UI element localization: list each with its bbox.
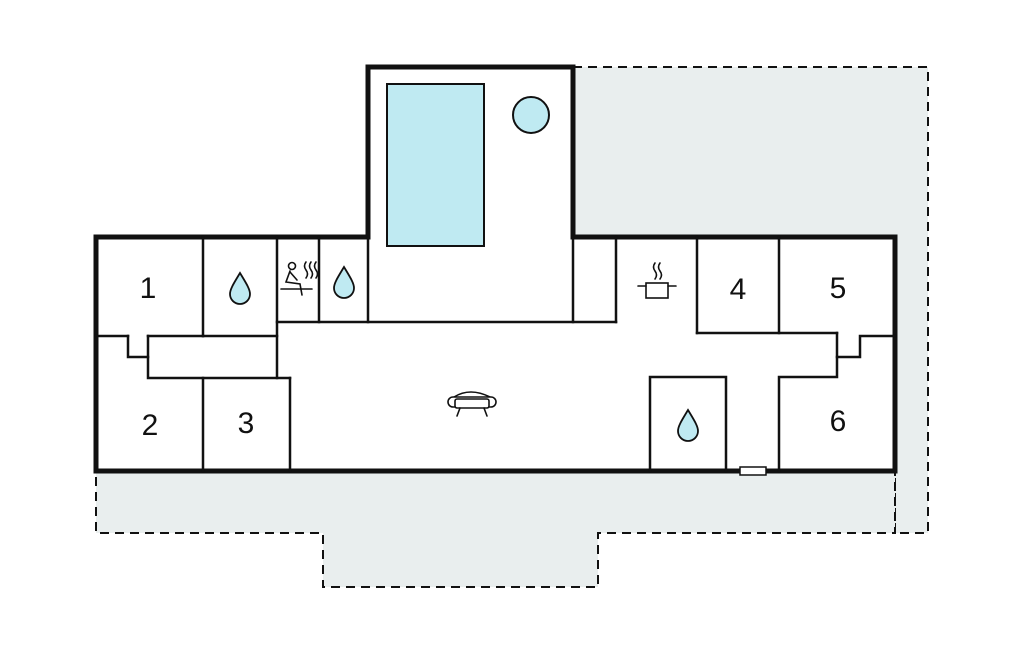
water-drop-icon (677, 408, 699, 442)
whirlpool (512, 96, 550, 134)
room-number-2: 2 (142, 409, 159, 442)
room-number-3: 3 (238, 407, 255, 440)
room-number-1: 1 (140, 272, 157, 305)
room-number-5: 5 (830, 272, 847, 305)
pool (386, 83, 485, 247)
sofa-icon (447, 391, 497, 417)
interior-walls (94, 235, 897, 473)
room-number-6: 6 (830, 405, 847, 438)
room-number-4: 4 (730, 273, 747, 306)
building (96, 67, 895, 471)
water-drop-icon (229, 271, 251, 305)
sauna-icon (280, 261, 319, 296)
terrace-bottom (95, 470, 896, 588)
cooking-pot-icon (637, 262, 677, 299)
water-drop-icon (333, 265, 355, 299)
door-mark (739, 466, 767, 476)
